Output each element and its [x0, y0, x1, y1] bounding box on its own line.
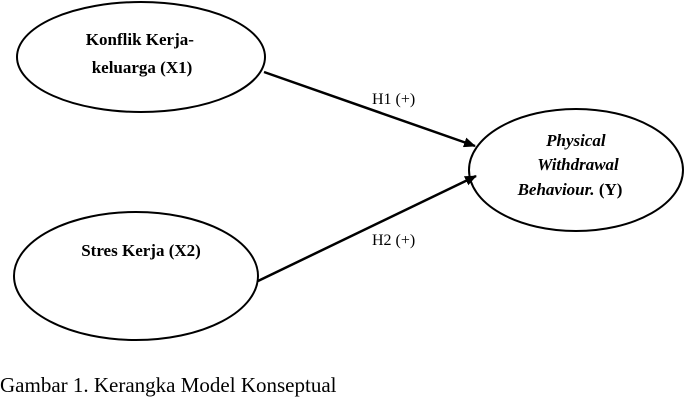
- node-y-label-line-2: Withdrawal: [537, 155, 619, 174]
- node-y-label: Physical Withdrawal: [537, 131, 619, 174]
- node-x2-label-line-1: Stres Kerja (X2): [81, 241, 201, 260]
- node-y-ellipse: [468, 108, 684, 232]
- node-x1-label: Konflik Kerja- keluarga (X1): [86, 30, 198, 77]
- node-x2: Stres Kerja (X2): [13, 211, 259, 341]
- node-y-label-line-1: Physical: [545, 131, 606, 150]
- node-x1: Konflik Kerja- keluarga (X1): [16, 1, 266, 113]
- figure-caption: Gambar 1. Kerangka Model Konseptual: [0, 373, 337, 397]
- node-y-label-line-3: Behaviour. (Y): [517, 180, 623, 199]
- node-y-label-line-3-italic: Behaviour.: [517, 180, 595, 199]
- edge-h2-arrow: [257, 174, 477, 283]
- node-x2-label: Stres Kerja (X2): [81, 241, 201, 260]
- node-x1-ellipse: [16, 1, 266, 113]
- node-x1-label-line-1: Konflik Kerja-: [86, 30, 194, 49]
- edge-h1: H1 (+): [263, 70, 476, 148]
- edge-h1-arrow: [263, 70, 476, 148]
- node-y: Physical Withdrawal Behaviour. (Y): [468, 108, 684, 232]
- node-y-label-suffix: (Y): [595, 180, 623, 199]
- edge-h2-label: H2 (+): [372, 232, 415, 249]
- edge-h1-label: H1 (+): [372, 91, 415, 108]
- edge-h2: H2 (+): [257, 174, 477, 283]
- node-x2-ellipse: [13, 211, 259, 341]
- node-x1-label-line-2: keluarga (X1): [92, 58, 193, 77]
